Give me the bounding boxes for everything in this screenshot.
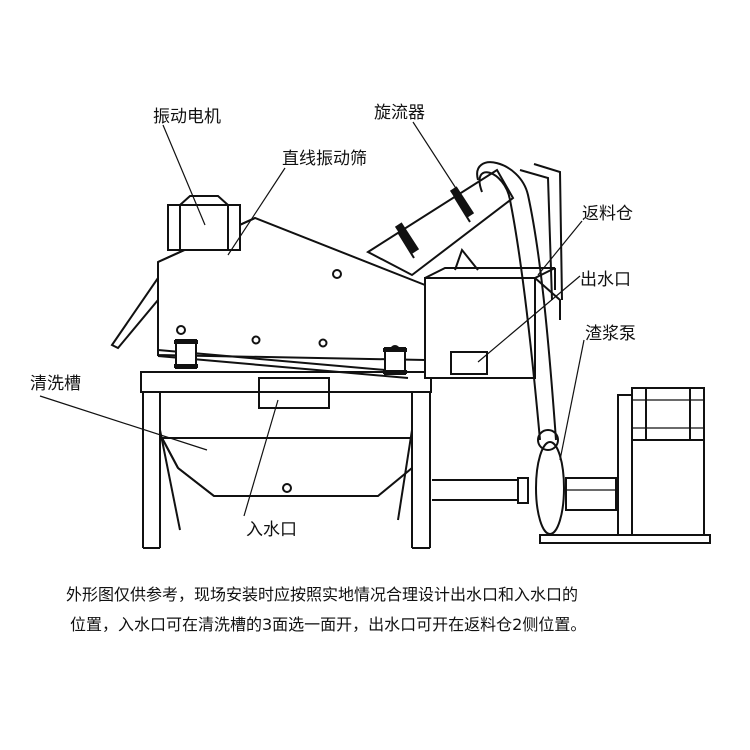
label-slurry-pump: 渣浆泵 xyxy=(585,324,636,344)
linear-vibrating-screen xyxy=(110,216,426,379)
labels: 振动电机 直线振动筛 旋流器 返料仓 出水口 渣浆泵 清洗槽 入水口 xyxy=(30,103,636,540)
support-frame xyxy=(140,371,432,549)
wash-tank xyxy=(160,437,413,497)
label-cyclone: 旋流器 xyxy=(374,103,425,123)
note-line-1: 外形图仅供参考，现场安装时应按照实地情况合理设计出水口和入水口的 xyxy=(66,585,579,604)
slurry-pump xyxy=(535,387,711,544)
water-outlet-box xyxy=(450,351,488,375)
label-linear-screen: 直线振动筛 xyxy=(282,149,367,169)
note-line-2: 位置，入水口可在清洗槽的3面选一面开，出水口可开在返料仓2侧位置。 xyxy=(70,615,587,634)
return-bin xyxy=(424,267,561,379)
label-vibration-motor: 振动电机 xyxy=(153,107,221,127)
cyclone xyxy=(366,168,515,277)
label-water-inlet: 入水口 xyxy=(246,520,297,540)
label-return-bin: 返料仓 xyxy=(582,204,633,224)
vibration-motor xyxy=(167,195,241,251)
label-water-outlet: 出水口 xyxy=(580,270,631,290)
label-wash-tank: 清洗槽 xyxy=(30,374,81,394)
leader-lines xyxy=(39,121,585,517)
water-inlet-box xyxy=(258,377,330,409)
